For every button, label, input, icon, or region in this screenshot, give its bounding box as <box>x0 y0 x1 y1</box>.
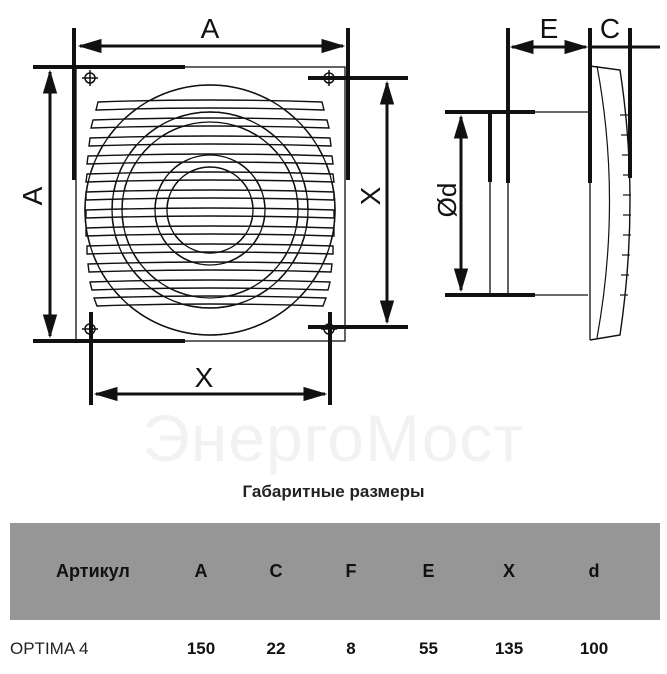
watermark: ЭнергоМост <box>142 401 525 475</box>
label-x-bottom: X <box>195 362 214 393</box>
section-title: Габаритные размеры <box>242 482 425 501</box>
table-header: Артикул A C F E X d <box>10 523 660 620</box>
label-diameter: Ød <box>432 183 462 218</box>
cell-f: 8 <box>346 639 356 658</box>
col-header-f: F <box>345 561 357 581</box>
col-header-article: Артикул <box>56 561 130 581</box>
col-header-d: d <box>588 561 600 581</box>
cell-model: OPTIMA 4 <box>10 639 89 658</box>
dimensions-table: Артикул A C F E X d OPTIMA 4 150 22 8 55… <box>10 523 660 674</box>
cell-e: 55 <box>419 639 438 658</box>
cell-x: 135 <box>494 639 524 658</box>
label-e: E <box>540 13 559 44</box>
col-header-c: C <box>269 561 283 581</box>
label-a-left: A <box>17 186 48 205</box>
col-header-e: E <box>422 561 435 581</box>
col-header-x: X <box>502 561 515 581</box>
cell-c: 22 <box>266 639 286 658</box>
label-a-top: A <box>201 13 220 44</box>
label-c: C <box>600 13 620 44</box>
cell-d: 100 <box>579 639 609 658</box>
side-view <box>445 28 660 341</box>
cell-a: 150 <box>186 639 216 658</box>
col-header-a: A <box>194 561 208 581</box>
front-view <box>33 28 408 405</box>
label-x-right: X <box>355 186 386 205</box>
table-row: OPTIMA 4 150 22 8 55 135 100 <box>10 624 660 674</box>
dimension-drawing: A A X X E C Ød <box>17 13 660 405</box>
